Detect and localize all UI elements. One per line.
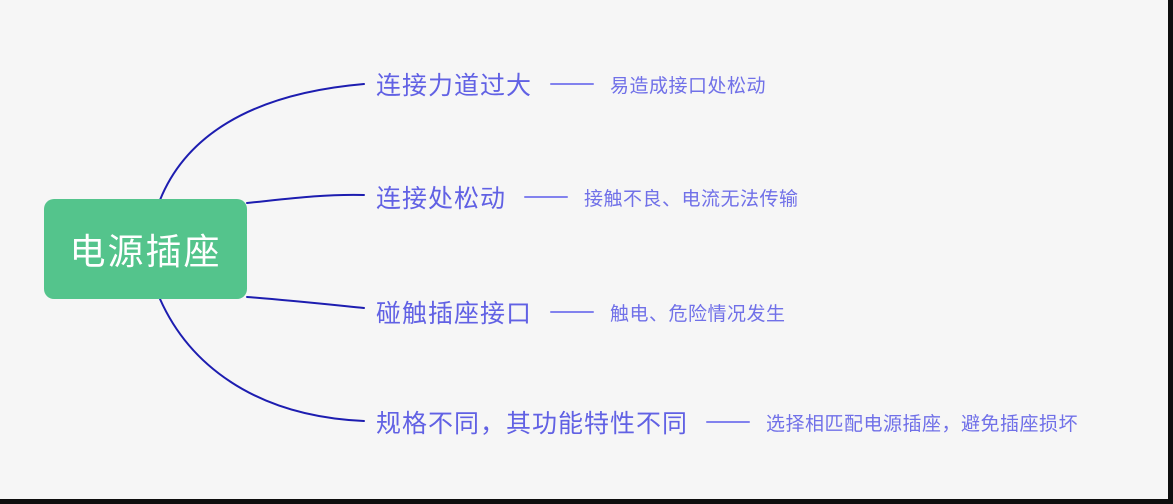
branch-1-connector-line: [550, 83, 595, 85]
branch-row-4: 规格不同，其功能特性不同 选择相匹配电源插座，避免插座损坏: [376, 404, 1078, 440]
screenshot-right-edge-bar: [1168, 0, 1173, 504]
branch-row-2: 连接处松动 接触不良、电流无法传输: [376, 179, 799, 215]
root-node[interactable]: 电源插座: [44, 199, 247, 299]
branch-4-label[interactable]: 规格不同，其功能特性不同: [376, 410, 689, 438]
branch-3-connector-line: [550, 311, 595, 313]
branch-3-label[interactable]: 碰触插座接口: [376, 300, 533, 328]
branch-3-note[interactable]: 触电、危险情况发生: [610, 303, 786, 325]
branch-1-note[interactable]: 易造成接口处松动: [610, 75, 767, 97]
branch-2-note[interactable]: 接触不良、电流无法传输: [584, 188, 799, 210]
branch-curve-2: [246, 193, 365, 204]
branch-4-connector-line: [706, 421, 751, 423]
branch-curve-4: [159, 298, 365, 422]
branch-4-note[interactable]: 选择相匹配电源插座，避免插座损坏: [766, 413, 1079, 435]
branch-2-label[interactable]: 连接处松动: [376, 185, 507, 213]
branch-1-label[interactable]: 连接力道过大: [376, 72, 533, 100]
branch-row-3: 碰触插座接口 触电、危险情况发生: [376, 294, 786, 330]
root-node-label: 电源插座: [69, 231, 222, 272]
screenshot-bottom-edge-bar: [0, 499, 1173, 504]
branch-curve-1: [159, 83, 365, 201]
branch-row-1: 连接力道过大 易造成接口处松动: [376, 66, 766, 102]
branch-curve-3: [246, 296, 365, 309]
branch-2-connector-line: [524, 196, 569, 198]
